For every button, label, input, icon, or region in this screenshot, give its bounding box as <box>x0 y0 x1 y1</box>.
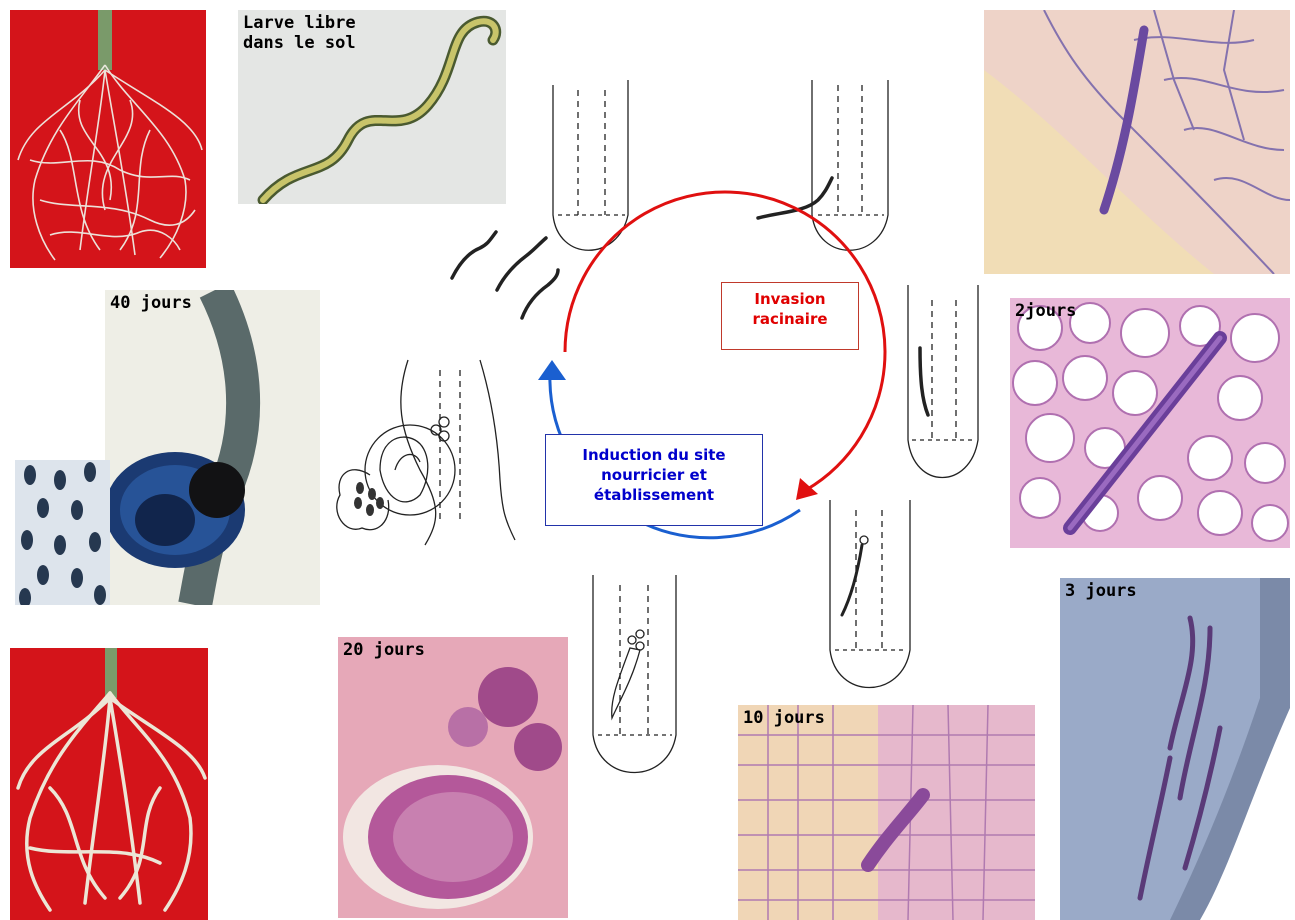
induction-stage-box: Induction du site nourricier et établiss… <box>545 434 763 526</box>
root-tip-4 <box>830 500 910 688</box>
root-tip-1 <box>553 80 628 250</box>
invasion-arrowhead <box>796 478 818 500</box>
gall-sketch <box>337 360 515 545</box>
induction-arrowhead <box>538 360 566 380</box>
root-tip-5 <box>593 575 676 773</box>
root-tip-3 <box>908 285 978 478</box>
invasion-stage-box: Invasion racinaire <box>721 282 859 350</box>
